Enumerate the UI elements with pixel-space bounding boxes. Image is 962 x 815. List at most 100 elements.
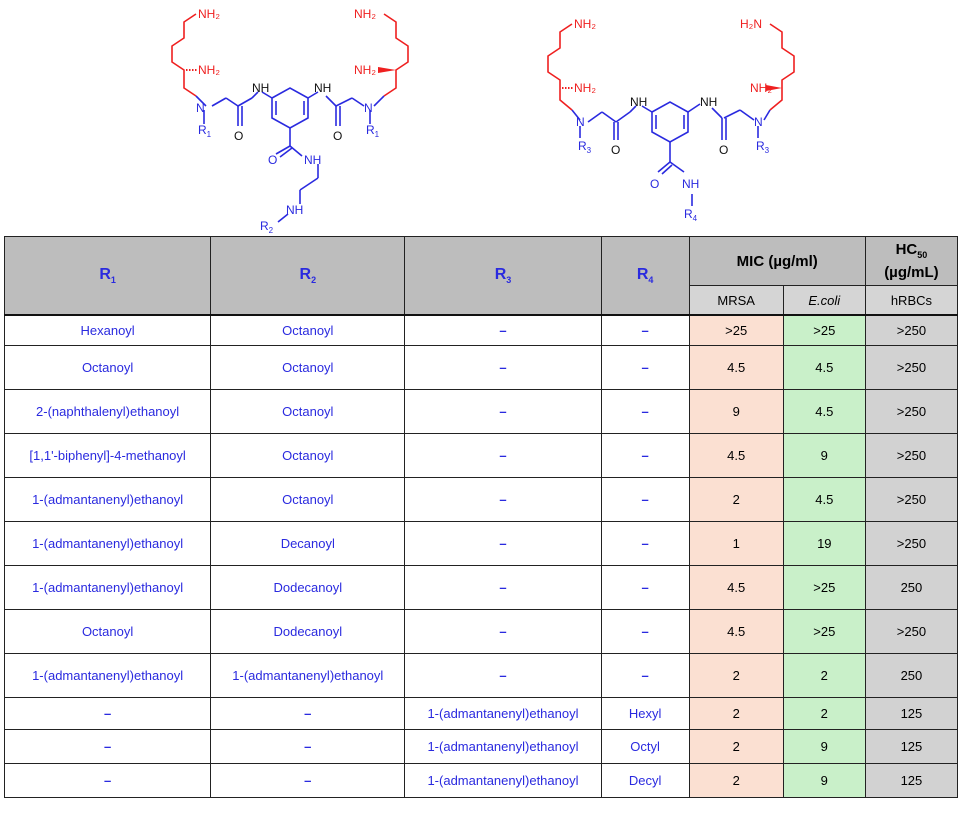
left-o-c: O	[268, 153, 277, 167]
left-amine-mid-a: NH₂	[198, 63, 220, 77]
cell-r1: 2-(naphthalenyl)ethanoyl	[3, 388, 212, 434]
cell-r3: –	[404, 344, 602, 390]
cell-r4: –	[600, 388, 690, 434]
cell-ecoli: 19	[782, 520, 866, 566]
cell-r4: –	[600, 432, 690, 478]
cell-r3: 1-(admantanenyl)ethanoyl	[404, 696, 602, 730]
cell-ecoli: >25	[782, 314, 866, 346]
cell-r4: –	[600, 520, 690, 566]
cell-r4: –	[600, 608, 690, 654]
cell-r1: –	[3, 762, 212, 798]
cell-mrsa: 2	[688, 728, 784, 764]
left-linker-nh: NH	[286, 203, 303, 217]
right-lysine-chain-b	[769, 23, 795, 111]
cell-hrbc: >250	[864, 344, 959, 390]
cell-ecoli: 9	[782, 432, 866, 478]
cell-r1: [1,1'-biphenyl]-4-methanoyl	[3, 432, 212, 478]
left-lysine-chain-a	[171, 13, 197, 97]
cell-r1: Octanoyl	[3, 608, 212, 654]
cell-r3: –	[404, 520, 602, 566]
cell-mrsa: 4.5	[688, 432, 784, 478]
cell-r1: 1-(admantanenyl)ethanoyl	[3, 652, 212, 698]
cell-ecoli: 9	[782, 762, 866, 798]
cell-mrsa: 2	[688, 762, 784, 798]
cell-r4: –	[600, 344, 690, 390]
cell-r4: Decyl	[600, 762, 690, 798]
cell-mrsa: 4.5	[688, 564, 784, 610]
cell-r1: –	[3, 728, 212, 764]
cell-r1: Hexanoyl	[3, 314, 212, 346]
right-o-b: O	[719, 143, 728, 157]
right-r3-b: R3	[756, 139, 770, 155]
left-r2: R2	[260, 219, 274, 235]
chemical-structures: NH₂ NH₂ NH₂ NH₂	[171, 7, 795, 235]
cell-r2: Octanoyl	[210, 314, 406, 346]
left-o-b: O	[333, 129, 342, 143]
right-amine-mid-a: NH₂	[574, 81, 596, 95]
cell-mrsa: 4.5	[688, 344, 784, 390]
left-nh-b: NH	[314, 81, 331, 95]
left-lysine-chain-b	[383, 13, 409, 97]
left-amide-nh: NH	[304, 153, 321, 167]
cell-mrsa: >25	[688, 314, 784, 346]
cell-ecoli: 4.5	[782, 388, 866, 434]
cell-r2: Octanoyl	[210, 388, 406, 434]
cell-ecoli: 2	[782, 696, 866, 730]
cell-r1: –	[3, 696, 212, 730]
left-n-b: N	[364, 101, 373, 115]
right-core	[571, 101, 771, 206]
left-amine-top-b: NH₂	[354, 7, 376, 21]
cell-r4: Hexyl	[600, 696, 690, 730]
right-amine-mid-b: NH₂	[750, 81, 772, 95]
cell-mrsa: 9	[688, 388, 784, 434]
cell-r4: –	[600, 564, 690, 610]
cell-hrbc: >250	[864, 314, 959, 346]
cell-ecoli: 4.5	[782, 344, 866, 390]
cell-r3: –	[404, 388, 602, 434]
right-amide-nh: NH	[682, 177, 699, 191]
cell-r1: 1-(admantanenyl)ethanoyl	[3, 476, 212, 522]
cell-r2: –	[210, 696, 406, 730]
cell-hrbc: 125	[864, 696, 959, 730]
cell-r4: –	[600, 652, 690, 698]
header-r1: R1	[3, 236, 212, 316]
cell-r2: Decanoyl	[210, 520, 406, 566]
right-h2n-top: H₂N	[740, 17, 762, 31]
left-nh-a: NH	[252, 81, 269, 95]
right-r4: R4	[684, 207, 698, 223]
cell-ecoli: >25	[782, 564, 866, 610]
right-lysine-chain-a	[547, 23, 573, 111]
cell-r4: –	[600, 314, 690, 346]
cell-hrbc: >250	[864, 608, 959, 654]
header-ecoli: E.coli	[782, 285, 866, 316]
header-hrbcs: hRBCs	[864, 285, 959, 316]
cell-mrsa: 2	[688, 476, 784, 522]
cell-r2: –	[210, 762, 406, 798]
header-mic: MIC (µg/ml)	[688, 236, 866, 286]
left-structure: NH₂ NH₂ NH₂ NH₂	[171, 7, 409, 235]
cell-hrbc: 125	[864, 762, 959, 798]
cell-ecoli: 9	[782, 728, 866, 764]
cell-ecoli: 4.5	[782, 476, 866, 522]
cell-mrsa: 2	[688, 696, 784, 730]
cell-mrsa: 2	[688, 652, 784, 698]
cell-r2: Octanoyl	[210, 432, 406, 478]
cell-r1: Octanoyl	[3, 344, 212, 390]
right-r3-a: R3	[578, 139, 592, 155]
cell-r3: 1-(admantanenyl)ethanoyl	[404, 762, 602, 798]
cell-hrbc: 125	[864, 728, 959, 764]
right-n-a: N	[576, 115, 585, 129]
right-nh-a: NH	[630, 95, 647, 109]
right-stereo-wedge-b	[766, 85, 782, 91]
cell-hrbc: >250	[864, 520, 959, 566]
header-r2: R2	[210, 236, 406, 316]
left-o-a: O	[234, 129, 243, 143]
